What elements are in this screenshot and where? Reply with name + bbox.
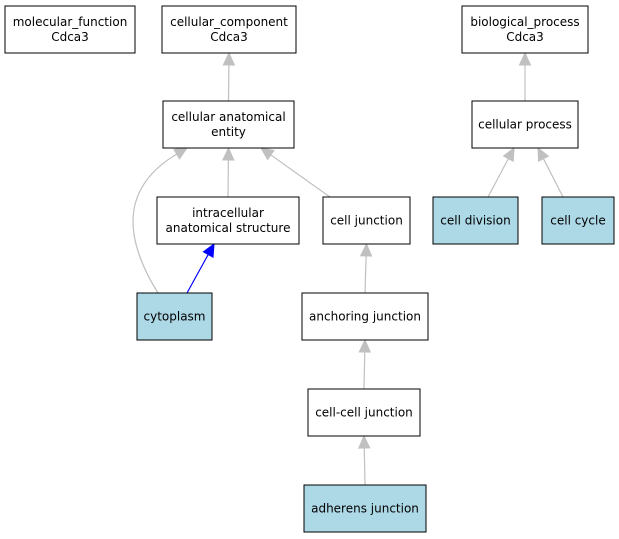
edge-line <box>186 254 209 294</box>
node-box <box>156 196 300 245</box>
edge-cell-junction-to-cellular-anatomical-entity <box>260 147 331 198</box>
node-label: cell-cell junction <box>315 406 413 420</box>
nodes-layer: molecular_functionCdca3cellular_componen… <box>4 5 615 533</box>
node-label: cellular_component <box>170 15 288 29</box>
node-label: entity <box>211 125 246 139</box>
edge-line <box>363 351 366 390</box>
node-label: molecular_function <box>13 15 128 29</box>
node-label: cellular anatomical <box>171 110 285 124</box>
node-anchoring-junction[interactable]: anchoring junction <box>301 292 429 341</box>
node-cell-cell-junction[interactable]: cell-cell junction <box>307 388 421 437</box>
edge-arrowhead <box>357 434 371 449</box>
node-label: anchoring junction <box>309 310 421 324</box>
node-label: cellular process <box>478 118 572 132</box>
edge-intracellular-anatomical-structure-to-cellular-anatomical-entity <box>222 146 235 198</box>
node-cellular-process[interactable]: cellular process <box>471 100 579 149</box>
edge-cytoplasm-to-cellular-anatomical-entity <box>132 147 189 294</box>
node-label: cytoplasm <box>144 310 206 324</box>
node-box <box>162 100 295 149</box>
node-label: anatomical structure <box>166 221 291 235</box>
edge-line <box>132 153 178 294</box>
node-box <box>461 5 589 54</box>
edge-arrowhead <box>518 51 532 66</box>
node-cytoplasm[interactable]: cytoplasm <box>136 292 213 341</box>
node-label: Cdca3 <box>210 30 248 44</box>
node-adherens-junction[interactable]: adherens junction <box>303 484 427 533</box>
node-box <box>136 292 213 341</box>
node-box <box>4 5 136 54</box>
node-box <box>541 196 615 245</box>
edge-line <box>364 255 367 294</box>
node-label: cell junction <box>330 214 403 228</box>
edge-anchoring-junction-to-cell-junction <box>359 242 373 294</box>
edge-cell-division-to-cellular-process <box>487 146 515 198</box>
node-box <box>303 484 427 533</box>
edge-arrowhead <box>202 242 215 258</box>
node-box <box>432 196 519 245</box>
edge-arrowhead <box>359 242 373 257</box>
edge-arrowhead <box>502 146 515 162</box>
node-label: biological_process <box>470 15 579 29</box>
edge-arrowhead <box>222 51 236 66</box>
edge-line <box>363 447 366 486</box>
edge-line <box>542 158 564 198</box>
node-label: Cdca3 <box>506 30 544 44</box>
node-cell-cycle[interactable]: cell cycle <box>541 196 615 245</box>
node-cell-junction[interactable]: cell junction <box>322 196 411 245</box>
edges-layer <box>132 51 564 486</box>
edge-arrowhead <box>260 147 275 161</box>
edge-cellular-anatomical-entity-to-cellular-component <box>222 51 236 102</box>
node-cell-division[interactable]: cell division <box>432 196 519 245</box>
edge-arrowhead <box>173 147 189 160</box>
edge-arrowhead <box>222 146 235 161</box>
edge-cell-cell-junction-to-anchoring-junction <box>358 338 372 390</box>
node-label: intracellular <box>192 206 264 220</box>
edge-cell-cycle-to-cellular-process <box>537 146 564 198</box>
edge-line <box>487 158 509 198</box>
node-box <box>471 100 579 149</box>
edge-line <box>270 154 331 198</box>
edge-arrowhead <box>358 338 372 353</box>
node-box <box>307 388 421 437</box>
node-box <box>322 196 411 245</box>
edge-adherens-junction-to-cell-cell-junction <box>357 434 371 486</box>
edge-cytoplasm-to-intracellular-anatomical-structure <box>186 242 215 294</box>
edge-cellular-process-to-biological-process <box>518 51 532 101</box>
edge-arrowhead <box>537 146 550 162</box>
node-label: cell division <box>440 214 510 228</box>
node-label: cell cycle <box>550 214 605 228</box>
node-label: adherens junction <box>311 502 419 516</box>
node-label: Cdca3 <box>51 30 89 44</box>
node-box <box>161 5 297 54</box>
node-box <box>301 292 429 341</box>
